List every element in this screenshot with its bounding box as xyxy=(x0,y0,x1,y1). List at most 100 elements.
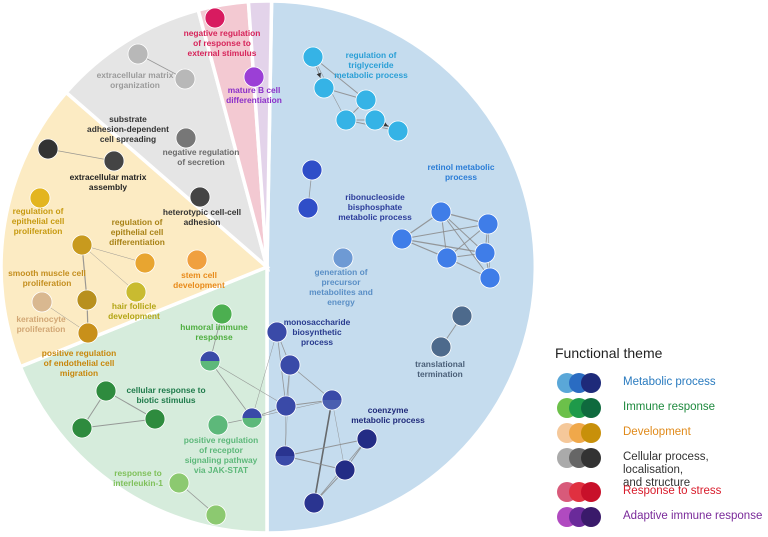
label-line: positive regulation xyxy=(42,348,116,358)
label-line: proliferation xyxy=(23,278,72,288)
label-line: translational xyxy=(415,359,465,369)
label-line: keratinocyte xyxy=(16,314,66,324)
sector-development xyxy=(0,90,271,369)
label-line: process xyxy=(445,172,477,182)
label-line: metabolic process xyxy=(338,212,412,222)
label-line: retinol metabolic xyxy=(427,162,494,172)
sectors xyxy=(0,0,538,535)
label-line: metabolic process xyxy=(351,415,425,425)
label-line: generation of xyxy=(314,267,367,277)
label-line: adhesion-dependent xyxy=(87,124,169,134)
label-line: metabolic process xyxy=(334,70,408,80)
node-b2 xyxy=(71,417,93,439)
node-r3 xyxy=(391,228,413,250)
label-line: precursor xyxy=(321,277,361,287)
label-line: biotic stimulus xyxy=(136,395,195,405)
node-r6 xyxy=(479,267,501,289)
node-h1 xyxy=(211,303,233,325)
edge-d2-d5 xyxy=(81,244,137,293)
legend-item-label: Metabolic process xyxy=(623,376,716,388)
node-h3 xyxy=(241,407,263,429)
sector-cellular xyxy=(63,7,271,273)
label-line: heterotypic cell-cell xyxy=(163,207,241,217)
legend-item-label: Adaptive immune response xyxy=(623,510,763,522)
label-line: smooth muscle cell xyxy=(8,268,86,278)
label-line: triglyceride xyxy=(348,60,393,70)
node-r4 xyxy=(436,247,458,269)
legend-item: Response to stress xyxy=(553,480,763,505)
label-line: development xyxy=(108,311,160,321)
node-g5 xyxy=(175,127,197,149)
label-line: metabolites and xyxy=(309,287,373,297)
label-line: signaling pathway xyxy=(185,455,258,465)
label-line: coenzyme xyxy=(368,405,409,415)
label-line: of receptor xyxy=(199,445,243,455)
node-r1 xyxy=(430,201,452,223)
edge-b2-b3 xyxy=(81,418,156,429)
node-m3 xyxy=(275,395,297,417)
legend-item: Development xyxy=(553,421,763,446)
node-t5 xyxy=(364,109,386,131)
node-b1 xyxy=(95,380,117,402)
node-c1-bottom-half xyxy=(275,456,295,466)
label-line: proliferation xyxy=(14,226,63,236)
sector-immune xyxy=(18,264,269,535)
node-g6 xyxy=(189,186,211,208)
edge-c1-c2 xyxy=(284,438,368,457)
label-line: ribonucleoside xyxy=(345,192,405,202)
nodes xyxy=(29,7,501,526)
edge-r3-r5 xyxy=(401,238,486,254)
legend-swatch-dot xyxy=(581,373,601,393)
edge-h2-m3 xyxy=(209,360,287,407)
node-m4-top-half xyxy=(322,390,342,400)
legend-item: Immune response xyxy=(553,396,763,421)
legend-item-label: Response to stress xyxy=(623,485,722,497)
label-line: cell spreading xyxy=(100,134,156,144)
label-line: differentiation xyxy=(226,95,282,105)
node-i2 xyxy=(205,504,227,526)
label-line: regulation of xyxy=(112,217,163,227)
label-line: positive regulation xyxy=(184,435,258,445)
label-line: adhesion xyxy=(184,217,221,227)
node-d5 xyxy=(125,281,147,303)
legend-item: Metabolic process xyxy=(553,371,763,396)
node-m2 xyxy=(279,354,301,376)
node-t3 xyxy=(355,89,377,111)
legend-item-label: Cellular process, localisation,and struc… xyxy=(623,451,763,490)
label-line: differentiation xyxy=(109,237,165,247)
label-line: negative regulation xyxy=(163,147,240,157)
node-c1 xyxy=(274,445,296,467)
node-m4-outline xyxy=(321,389,343,411)
label-line: humoral immune xyxy=(180,322,248,332)
label-line: extracellular matrix xyxy=(97,70,174,80)
node-c1-outline xyxy=(274,445,296,467)
node-h3-bottom-half xyxy=(242,418,262,428)
label-line: termination xyxy=(417,369,463,379)
legend-swatch-dot xyxy=(581,507,601,527)
legend-swatch-dot xyxy=(581,482,601,502)
node-a1 xyxy=(243,66,265,88)
node-d2 xyxy=(71,234,93,256)
legend-swatch xyxy=(557,398,603,418)
node-rb2 xyxy=(297,197,319,219)
label-line: epithelial cell xyxy=(111,227,164,237)
label-line: process xyxy=(301,337,333,347)
legend-swatch xyxy=(557,448,603,468)
label-line: of endothelial cell xyxy=(44,358,115,368)
node-t2 xyxy=(313,77,335,99)
legend-item-label-line: Cellular process, localisation, xyxy=(623,451,709,476)
